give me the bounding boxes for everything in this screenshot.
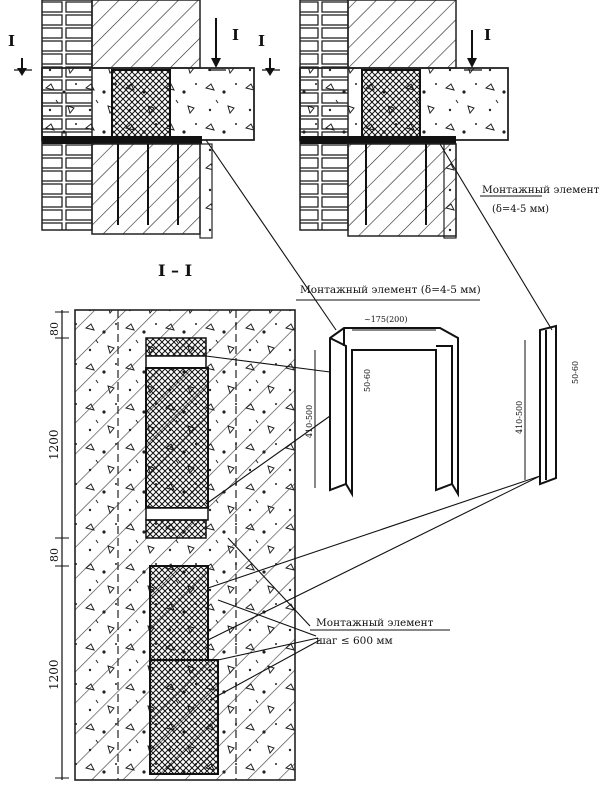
mount-element-label-right-1: Монтажный элемент (482, 184, 600, 196)
dim-height-u: 410-500 (305, 405, 314, 438)
section-i-i (55, 309, 296, 781)
section-mark-right-a: I (258, 32, 265, 50)
dim-leg-width-u: 50-60 (363, 369, 372, 392)
top-right-detail (262, 0, 509, 239)
dim-80-mid: 80 (48, 548, 61, 562)
section-title: I – I (158, 261, 192, 280)
top-left-detail (14, 0, 255, 239)
dim-leg-width-flat: 50-60 (571, 361, 580, 384)
section-mark-left-a: I (8, 32, 15, 50)
mount-element-label-bottom-2: шаг ≤ 600 мм (316, 635, 393, 647)
dim-width-u: ~175(200) (364, 315, 407, 324)
dim-1200-top: 1200 (47, 429, 61, 460)
leader-lines (205, 139, 553, 701)
dim-80-top: 80 (48, 322, 61, 336)
dim-1200-bottom: 1200 (47, 659, 61, 690)
mount-element-label-top: Монтажный элемент (δ=4-5 мм) (300, 284, 481, 296)
mount-element-label-right-2: (δ=4-5 мм) (492, 204, 549, 215)
mount-element-label-bottom-1: Монтажный элемент (316, 617, 434, 629)
element-dims (314, 329, 526, 488)
dim-height-flat: 410-500 (515, 401, 524, 434)
section-mark-right-b: I (484, 26, 491, 44)
section-mark-left-b: I (232, 26, 239, 44)
u-mount-element (329, 327, 459, 498)
flat-mount-element (539, 324, 557, 486)
